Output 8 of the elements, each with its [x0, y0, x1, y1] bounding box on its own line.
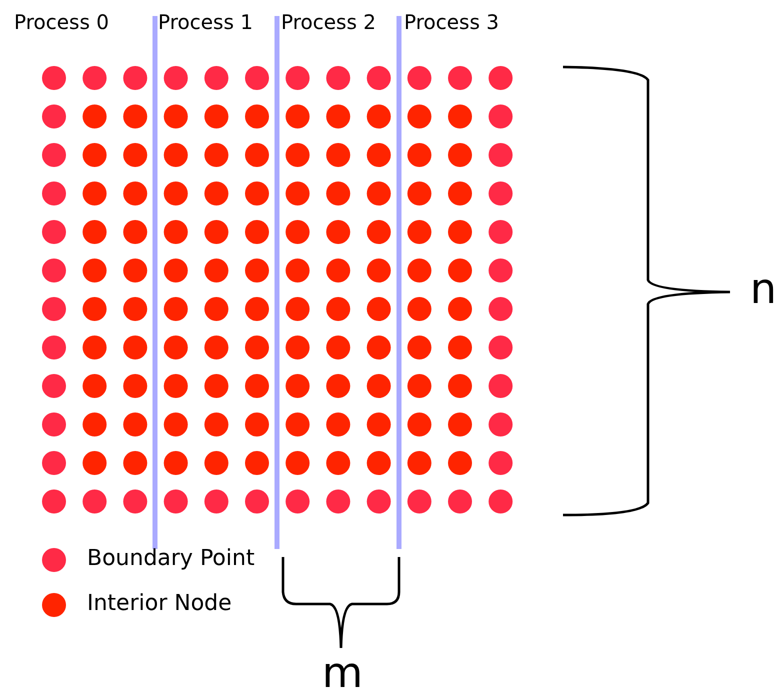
legend-label: Boundary Point [87, 548, 255, 570]
dimension-label: m [322, 652, 363, 694]
process-label: Process 1 [158, 12, 253, 32]
dimension-label: n [750, 268, 775, 310]
process-label: Process 0 [14, 12, 109, 32]
process-label: Process 2 [281, 12, 376, 32]
process-label: Process 3 [404, 12, 499, 32]
legend-label: Interior Node [87, 593, 232, 615]
